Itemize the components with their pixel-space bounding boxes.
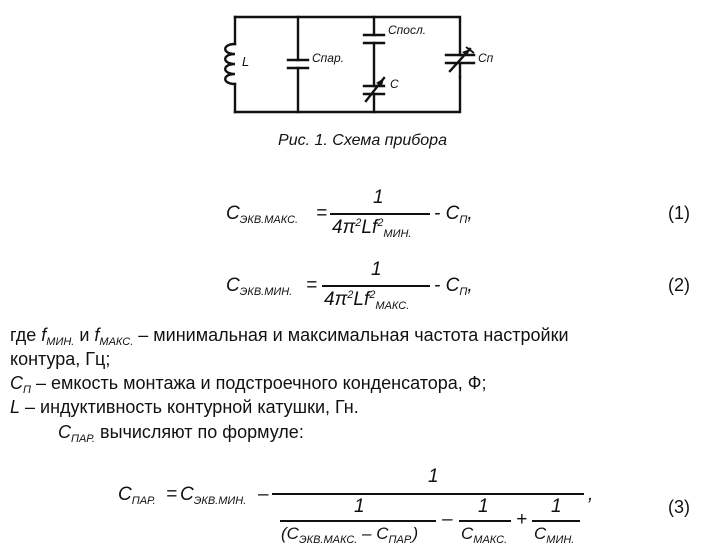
eq2-lhs: CЭКВ.МИН. <box>226 275 293 298</box>
eq3-equals: = <box>166 484 178 505</box>
label-c-par: Cпар. <box>312 51 344 65</box>
eq3-f3-bar <box>532 520 580 522</box>
eq1-fraction-bar <box>330 213 430 215</box>
eq3-minus: – <box>258 484 269 505</box>
text-line-1: где fМИН. и fМАКС. – минимальная и макси… <box>10 325 569 348</box>
eq3-c-ekv-min: CЭКВ.МИН. <box>180 484 247 507</box>
eq3-main-fraction-bar <box>272 493 584 495</box>
figure-caption: Рис. 1. Схема прибора <box>278 132 447 149</box>
label-c-posl: Cпосл. <box>388 23 426 37</box>
eq3-f1-bar <box>280 520 436 522</box>
eq3-numerator: 1 <box>428 466 439 487</box>
eq3-plus: + <box>516 509 528 530</box>
top-wire <box>233 15 462 57</box>
label-L: L <box>242 54 249 69</box>
eq3-comma: , <box>588 484 594 505</box>
eq1-tail: - CП, <box>434 203 473 226</box>
c-p-arrow-icon <box>462 49 470 56</box>
eq3-lhs: CПАР. <box>118 484 156 507</box>
eq3-f1-denominator: (CЭКВ.МАКС. – CПАР.) <box>281 524 419 546</box>
eq3-minus-2: – <box>442 509 453 530</box>
eq3-number: (3) <box>668 497 690 517</box>
eq1-numerator: 1 <box>373 187 384 208</box>
label-c: C <box>390 77 399 91</box>
eq3-f3-numerator: 1 <box>551 496 562 517</box>
c-posl-capacitor-icon <box>362 33 386 45</box>
text-line-4: L – индуктивность контурной катушки, Гн. <box>10 397 359 417</box>
text-line-3: CП – емкость монтажа и подстроечного кон… <box>10 373 487 396</box>
inductor-coil-icon <box>224 42 237 86</box>
eq3-f1-numerator: 1 <box>354 496 365 517</box>
text-line-2: контура, Гц; <box>10 349 111 369</box>
eq1-equals: = <box>316 203 328 224</box>
circuit-schematic: L Cпар. Cпосл. C Cп <box>224 15 494 114</box>
eq2-denominator: 4π2Lf2МАКС. <box>324 289 410 312</box>
eq3-f2-numerator: 1 <box>478 496 489 517</box>
eq3-f3-denominator: CМИН. <box>534 524 575 546</box>
eq2-fraction-bar <box>322 285 430 287</box>
c-par-capacitor-icon <box>286 58 310 70</box>
eq3-f2-bar <box>459 520 511 522</box>
c-arrow-icon <box>376 78 384 86</box>
eq1-denominator: 4π2Lf2МИН. <box>332 217 412 240</box>
c-p-trimmer-tick-icon <box>465 46 475 54</box>
label-c-p: Cп <box>478 51 494 65</box>
eq2-tail: - CП, <box>434 275 473 298</box>
eq1-lhs: CЭКВ.МАКС. <box>226 203 299 226</box>
eq2-equals: = <box>306 275 318 296</box>
eq1-number: (1) <box>668 203 690 223</box>
text-line-5: CПАР. вычисляют по формуле: <box>58 422 304 445</box>
eq2-numerator: 1 <box>371 259 382 280</box>
eq3-f2-denominator: CМАКС. <box>461 524 508 546</box>
bottom-wire <box>233 75 462 114</box>
eq2-number: (2) <box>668 275 690 295</box>
